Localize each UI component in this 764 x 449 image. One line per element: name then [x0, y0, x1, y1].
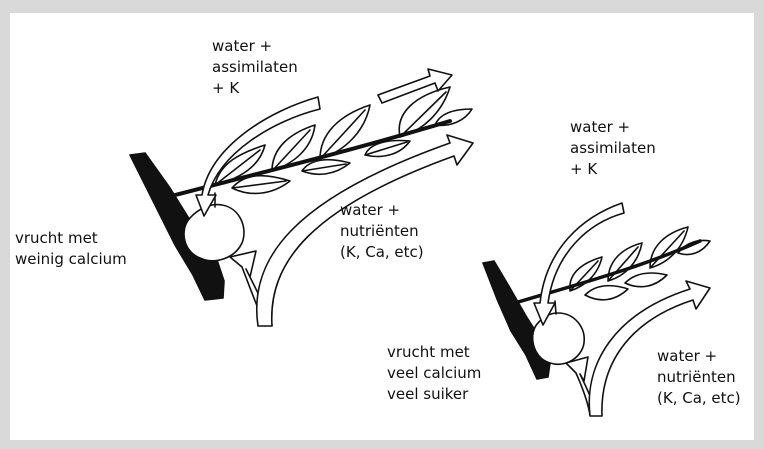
diagram-panel: water + assimilaten + K vrucht met weini…: [10, 13, 754, 440]
right-label-nutrients: water + nutriënten (K, Ca, etc): [657, 346, 741, 409]
left-plant: [130, 69, 473, 326]
left-phloem-arrow: [196, 97, 320, 216]
label-line: nutriënten: [657, 367, 741, 388]
right-phloem-arrow: [534, 203, 624, 325]
label-line: water +: [340, 200, 424, 221]
left-label-assimilates: water + assimilaten + K: [212, 36, 298, 99]
label-line: nutriënten: [340, 221, 424, 242]
label-line: water +: [212, 36, 298, 57]
left-label-nutrients: water + nutriënten (K, Ca, etc): [340, 200, 424, 263]
label-line: assimilaten: [570, 138, 656, 159]
leaf: [570, 257, 602, 291]
left-fruit: [184, 205, 244, 261]
label-line: water +: [657, 346, 741, 367]
leaf: [625, 273, 667, 287]
label-line: assimilaten: [212, 57, 298, 78]
right-label-fruit: vrucht met veel calcium veel suiker: [387, 342, 481, 405]
leaf: [585, 286, 628, 300]
label-line: (K, Ca, etc): [340, 242, 424, 263]
label-line: + K: [212, 78, 298, 99]
label-line: + K: [570, 159, 656, 180]
label-line: weinig calcium: [15, 249, 127, 270]
label-line: vrucht met: [387, 342, 481, 363]
label-line: veel calcium: [387, 363, 481, 384]
right-label-assimilates: water + assimilaten + K: [570, 117, 656, 180]
label-line: vrucht met: [15, 228, 127, 249]
label-line: veel suiker: [387, 384, 481, 405]
left-label-fruit: vrucht met weinig calcium: [15, 228, 127, 270]
label-line: (K, Ca, etc): [657, 388, 741, 409]
label-line: water +: [570, 117, 656, 138]
